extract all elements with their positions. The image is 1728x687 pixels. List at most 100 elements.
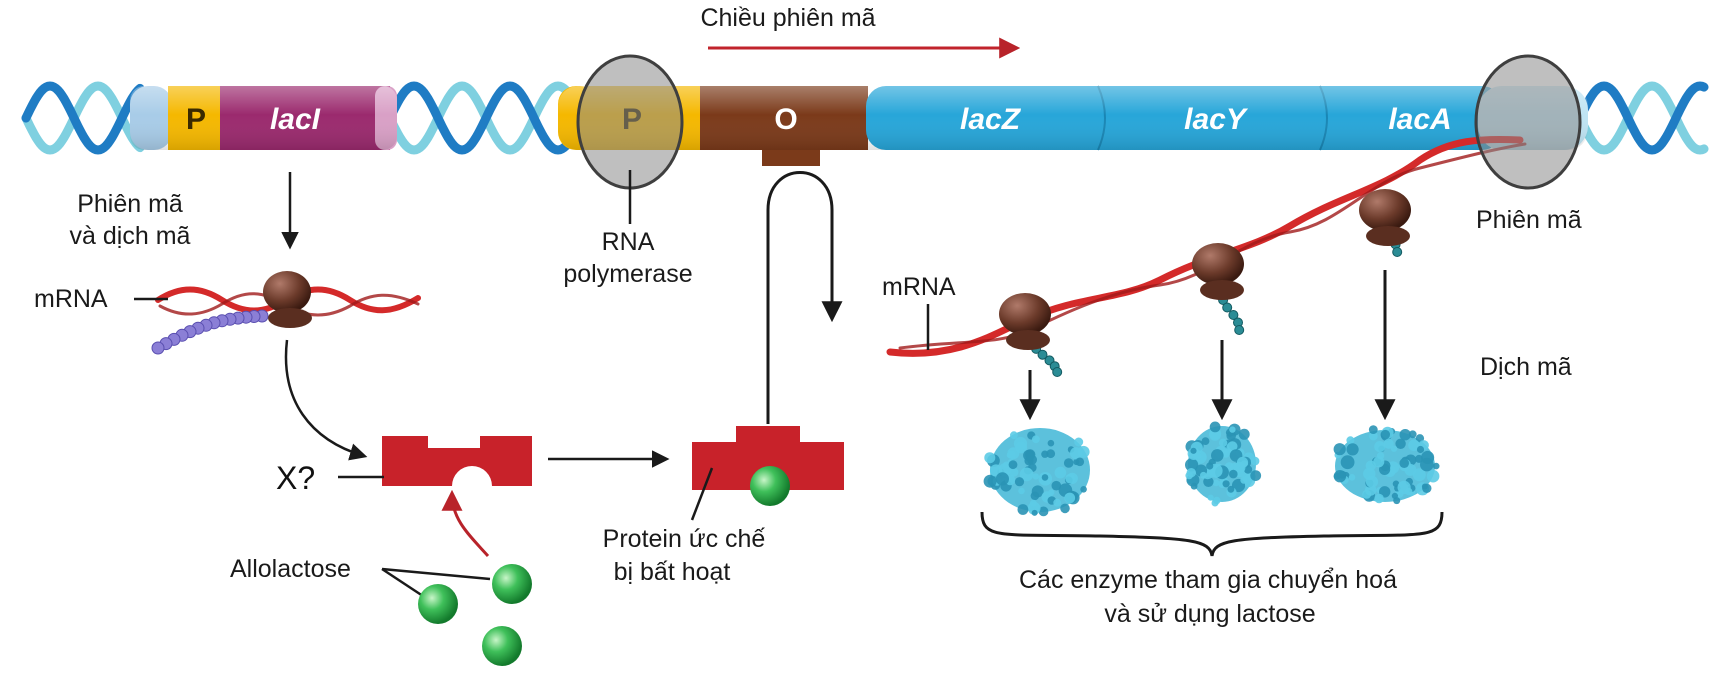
laca-gene-label: lacA (1388, 103, 1451, 136)
enzyme-atom (1014, 477, 1025, 487)
enzyme-atom (1032, 435, 1040, 444)
enzyme-atom (1200, 471, 1207, 479)
enzyme-atom (1060, 503, 1070, 514)
enzyme-atom (1211, 499, 1219, 507)
transcription-translation-label-line2: và dịch mã (70, 222, 191, 250)
enzyme-atom (984, 452, 996, 464)
enzyme-atom (1029, 499, 1037, 507)
enzyme-atom (1048, 489, 1055, 496)
enzyme-atom (1408, 430, 1417, 439)
allolactose-molecule-1 (492, 564, 532, 604)
enzyme-atom (1218, 438, 1228, 447)
enzyme-atom (1383, 438, 1394, 449)
enzyme-atom (1038, 506, 1049, 517)
enzyme-atom (1399, 458, 1409, 469)
enzyme-atom (1376, 452, 1385, 460)
enzyme-atom (1063, 458, 1074, 468)
enzyme-atom (1009, 467, 1019, 477)
laci-gene-label: lacI (270, 103, 321, 136)
enzyme-atom (1070, 447, 1083, 460)
ribosome-lacy (1192, 243, 1244, 300)
enzyme-atom (1238, 428, 1250, 440)
allolactose-bound-molecule (750, 466, 790, 506)
ribosome-laca (1359, 189, 1411, 246)
lacy-gene-label: lacY (1184, 103, 1249, 136)
enzyme-atom (1051, 480, 1062, 491)
enzyme-atom (1227, 485, 1235, 493)
enzyme-atom (1047, 439, 1055, 447)
enzyme-atom (1054, 466, 1067, 479)
ribosome-laci-small-subunit (268, 308, 312, 328)
enzyme-atom (1240, 476, 1248, 484)
enzyme-atom (1363, 467, 1376, 480)
ribosome-laci-large-subunit (263, 271, 311, 313)
polypeptide-bead (1234, 325, 1245, 335)
allolactose-pointer-1 (381, 567, 491, 581)
inactive-repressor-label-line1: Protein ức chế (603, 525, 766, 553)
rna-polymerase-at-promoter (576, 54, 684, 190)
enzyme-atom (1212, 479, 1220, 487)
enzymes-brace (980, 511, 1444, 557)
enzyme-atom (1010, 431, 1018, 440)
enzyme-atom (1032, 473, 1040, 480)
enzyme-atom (1420, 457, 1434, 472)
enzyme-atom (1229, 426, 1236, 433)
polypeptide-bead (1392, 247, 1403, 257)
enzyme-atom (1201, 437, 1210, 445)
ribosome-lacz-large-subunit (999, 293, 1051, 335)
enzyme-atom (983, 474, 997, 488)
enzyme-atom (1053, 498, 1062, 507)
transacetylase-enzyme (1333, 425, 1440, 505)
enzyme-atom (1415, 454, 1423, 463)
x-label-mask (42, 455, 332, 533)
enzyme-atom (1064, 492, 1076, 504)
enzyme-atom (1397, 480, 1411, 494)
enzyme-atom (1190, 482, 1198, 490)
enzyme-atom (1046, 449, 1056, 459)
enzyme-atom (1333, 443, 1346, 456)
enzyme-atom (1030, 491, 1040, 501)
enzyme-atom (1209, 421, 1221, 433)
enzyme-atom (1408, 439, 1420, 452)
enzyme-atom (1065, 473, 1076, 484)
operator-release-loop-arrow (766, 171, 843, 424)
enzyme-atom (1203, 476, 1214, 487)
inactive-repressor-label-line2: bị bất hoạt (614, 558, 731, 586)
polypeptide-bead (1052, 367, 1063, 377)
enzyme-atom (1399, 429, 1411, 441)
transcription-direction-label: Chiều phiên mã (700, 4, 875, 32)
enzyme-atom (1250, 456, 1260, 466)
enzyme-atom (1074, 437, 1084, 447)
enzyme-atom (995, 472, 1010, 486)
enzyme-atom (1380, 429, 1391, 440)
ribosome-laca-small-subunit (1366, 226, 1410, 246)
enzyme-atom (1222, 480, 1230, 488)
enzyme-atom (1017, 504, 1029, 515)
lacz-gene-label: lacZ (960, 103, 1022, 136)
operator-binding-tab (762, 148, 820, 166)
ribosome-lacy-large-subunit (1192, 243, 1244, 285)
enzyme-atom (1426, 469, 1440, 483)
enzyme-atom (1368, 425, 1378, 434)
enzyme-atom (1211, 449, 1224, 462)
enzyme-atom (1209, 428, 1221, 441)
regulator-cylinder-shading (130, 86, 397, 150)
enzyme-atom (1008, 460, 1018, 470)
enzyme-atom (1023, 449, 1035, 462)
rna-polymerase-label-line2: polymerase (563, 260, 692, 288)
enzyme-atom (1340, 455, 1355, 470)
operon-cylinder-shading (558, 86, 1588, 150)
enzyme-atom (1416, 445, 1425, 454)
enzyme-atom (1075, 457, 1085, 467)
enzyme-atom (1227, 441, 1238, 452)
dna-double-helix (21, 81, 1709, 155)
allolactose-molecule-2 (418, 584, 458, 624)
enzyme-atom (1185, 458, 1199, 472)
enzyme-atom (1346, 443, 1359, 456)
enzyme-atom (1362, 489, 1372, 499)
enzyme-atom (1421, 483, 1428, 490)
ribosome-laci (263, 271, 312, 328)
rna-polymerase-at-end (1474, 54, 1582, 190)
mrna-left-label: mRNA (34, 285, 108, 313)
